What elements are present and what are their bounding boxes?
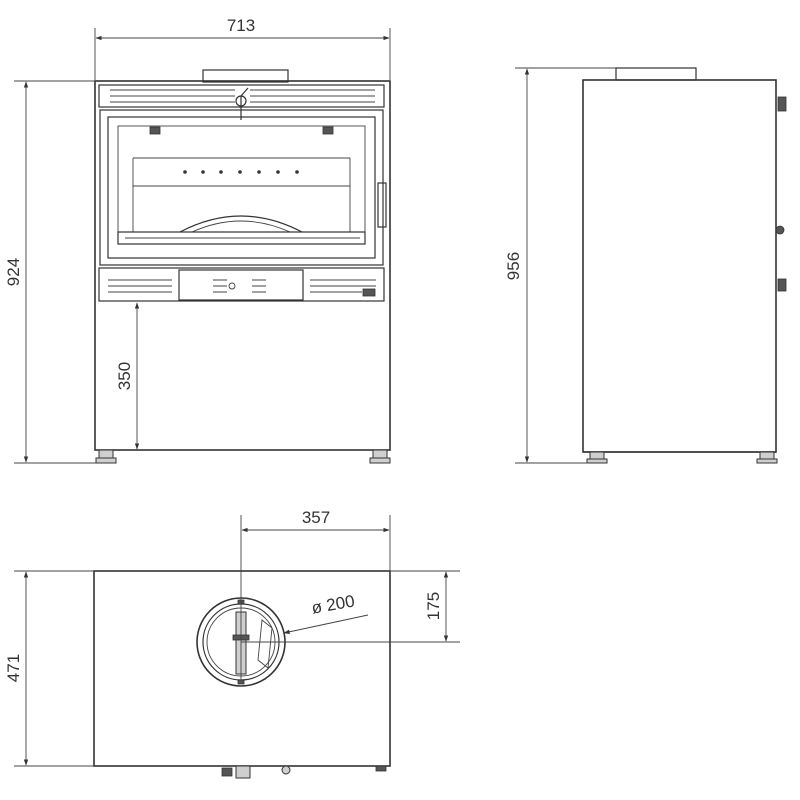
front-body-outline xyxy=(94,80,391,451)
front-firebox-opening xyxy=(117,125,366,245)
side-height-dimension: 956 xyxy=(504,67,616,464)
top-rear-fitting-3 xyxy=(281,765,291,775)
side-door-knob xyxy=(775,225,785,235)
top-depth-dimension: 471 xyxy=(4,570,94,767)
firebox-floor xyxy=(117,231,366,245)
top-depth-label: 471 xyxy=(4,654,23,682)
top-rear-fitting-2 xyxy=(235,765,251,779)
front-height-label: 924 xyxy=(4,258,23,286)
flue-x-offset-label: 357 xyxy=(302,508,330,527)
front-top-grille-slots xyxy=(110,89,375,103)
side-height-label: 956 xyxy=(504,252,523,280)
air-control-knob xyxy=(235,87,249,120)
front-lower-panel xyxy=(98,267,385,302)
front-door-glass xyxy=(107,116,376,259)
door-clip-right xyxy=(322,126,334,135)
door-handle xyxy=(377,182,387,228)
side-control-lever xyxy=(777,96,787,112)
flue-diameter-dimension: ø 200 xyxy=(283,591,369,634)
top-rear-fitting-4 xyxy=(375,765,387,772)
lower-left-grille xyxy=(108,279,172,293)
flue-diameter-label: ø 200 xyxy=(310,591,356,617)
flue-y-offset-label: 175 xyxy=(424,592,443,620)
front-width-dimension: 713 xyxy=(94,16,391,80)
side-legs xyxy=(586,451,778,464)
flue-y-offset-dimension: 175 xyxy=(241,570,460,643)
side-flue-collar xyxy=(615,67,697,81)
base-height-label: 350 xyxy=(115,362,134,390)
log-grate-inner xyxy=(191,220,291,233)
lower-right-grille xyxy=(310,279,376,297)
flue-outlet-detail xyxy=(257,619,273,669)
side-body-outline xyxy=(582,79,777,453)
top-rear-fitting-1 xyxy=(221,767,233,777)
front-width-label: 713 xyxy=(227,16,255,35)
base-height-dimension: 350 xyxy=(115,302,140,450)
log-grate xyxy=(179,215,303,233)
front-height-dimension: 924 xyxy=(4,80,96,464)
front-door-frame xyxy=(99,109,384,266)
door-clip-left xyxy=(149,126,161,135)
front-flue-collar xyxy=(202,69,289,83)
air-holes-row xyxy=(183,170,299,174)
ash-pan-front xyxy=(178,269,304,301)
front-legs xyxy=(95,449,391,464)
side-view xyxy=(582,67,787,464)
flue-outlet-tab-bottom xyxy=(237,679,245,685)
flue-x-offset-dimension: 357 xyxy=(240,508,391,680)
front-view xyxy=(94,69,391,464)
ash-pan-vents xyxy=(213,279,266,293)
side-ash-pan-handle xyxy=(777,278,787,292)
